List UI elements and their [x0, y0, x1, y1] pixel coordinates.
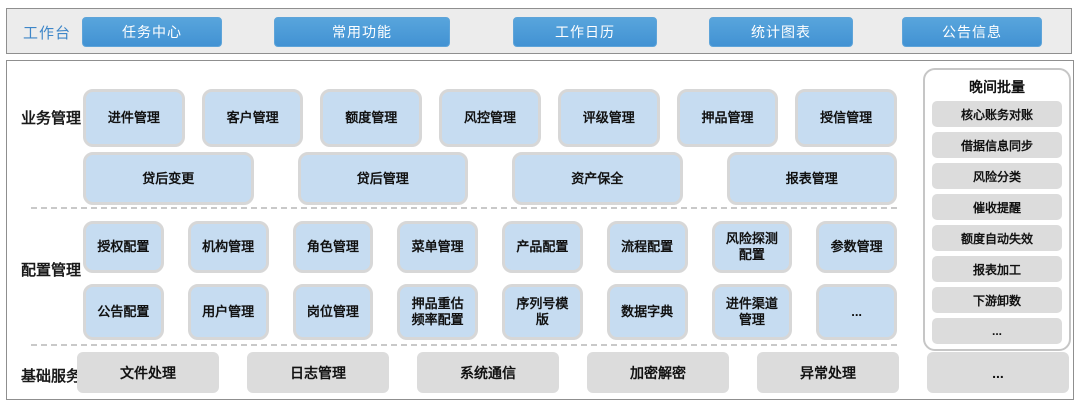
- topbar-button-announcements[interactable]: 公告信息: [902, 17, 1042, 47]
- night-batch-panel: 晚间批量 核心账务对账 借据信息同步 风险分类 催收提醒 额度自动失效 报表加工…: [923, 68, 1071, 351]
- section-label-base-services: 基础服务: [20, 368, 81, 385]
- service-exception-handling[interactable]: 异常处理: [757, 352, 899, 393]
- module-report-management[interactable]: 报表管理: [726, 152, 897, 205]
- module-data-dictionary[interactable]: 数据字典: [606, 284, 688, 340]
- module-intake-management[interactable]: 进件管理: [83, 89, 185, 147]
- topbar-button-work-calendar[interactable]: 工作日历: [513, 17, 657, 47]
- batch-iou-info-sync[interactable]: 借据信息同步: [932, 132, 1062, 158]
- module-organization-management[interactable]: 机构管理: [187, 221, 269, 273]
- night-batch-title: 晚间批量: [969, 79, 1025, 95]
- main-panel: 业务管理 配置管理 基础服务 进件管理 客户管理 额度管理 风控管理 评级管理 …: [6, 60, 1074, 400]
- business-row-2: 贷后变更 贷后管理 资产保全 报表管理: [83, 152, 897, 205]
- module-post-management[interactable]: 岗位管理: [292, 284, 374, 340]
- config-row-1: 授权配置 机构管理 角色管理 菜单管理 产品配置 流程配置 风险探测配置 参数管…: [83, 221, 897, 273]
- service-file-processing[interactable]: 文件处理: [77, 352, 219, 393]
- batch-more[interactable]: ...: [932, 318, 1062, 344]
- module-parameter-management[interactable]: 参数管理: [816, 221, 897, 273]
- batch-report-processing[interactable]: 报表加工: [932, 256, 1062, 282]
- business-row-1: 进件管理 客户管理 额度管理 风控管理 评级管理 押品管理 授信管理: [83, 89, 898, 147]
- module-collateral-management[interactable]: 押品管理: [676, 89, 779, 147]
- module-role-management[interactable]: 角色管理: [292, 221, 374, 273]
- module-serial-number-template[interactable]: 序列号模版: [502, 284, 583, 340]
- section-label-config-management: 配置管理: [20, 262, 81, 279]
- module-post-loan-management[interactable]: 贷后管理: [297, 152, 468, 205]
- topbar-button-statistics-charts[interactable]: 统计图表: [709, 17, 853, 47]
- config-row-2: 公告配置 用户管理 岗位管理 押品重估频率配置 序列号模版 数据字典 进件渠道管…: [83, 284, 897, 340]
- batch-quota-auto-expiry[interactable]: 额度自动失效: [932, 225, 1062, 251]
- service-more[interactable]: ...: [927, 352, 1069, 393]
- topbar-button-common-functions[interactable]: 常用功能: [274, 17, 450, 47]
- module-risk-control-management[interactable]: 风控管理: [439, 89, 541, 147]
- service-encryption-decryption[interactable]: 加密解密: [587, 352, 729, 393]
- service-log-management[interactable]: 日志管理: [247, 352, 389, 393]
- module-intake-channel-management[interactable]: 进件渠道管理: [711, 284, 793, 340]
- module-collateral-revaluation-frequency-config[interactable]: 押品重估频率配置: [397, 284, 478, 340]
- module-rating-management[interactable]: 评级管理: [557, 89, 660, 147]
- base-services-row: 文件处理 日志管理 系统通信 加密解密 异常处理 ...: [77, 352, 1069, 393]
- module-announcement-config[interactable]: 公告配置: [83, 284, 164, 340]
- module-credit-management[interactable]: 授信管理: [795, 89, 898, 147]
- batch-risk-classification[interactable]: 风险分类: [932, 163, 1062, 189]
- section-divider-2: [31, 344, 897, 346]
- module-product-config[interactable]: 产品配置: [502, 221, 583, 273]
- module-quota-management[interactable]: 额度管理: [320, 89, 423, 147]
- workbench-topbar: 工作台 任务中心 常用功能 工作日历 统计图表 公告信息: [6, 8, 1072, 54]
- batch-collection-reminder[interactable]: 催收提醒: [932, 194, 1062, 220]
- module-risk-detection-config[interactable]: 风险探测配置: [711, 221, 793, 273]
- module-asset-preservation[interactable]: 资产保全: [512, 152, 683, 205]
- module-authorization-config[interactable]: 授权配置: [83, 221, 164, 273]
- batch-downstream-data-unload[interactable]: 下游卸数: [932, 287, 1062, 313]
- section-divider-1: [31, 207, 897, 209]
- service-system-communication[interactable]: 系统通信: [417, 352, 559, 393]
- module-user-management[interactable]: 用户管理: [187, 284, 269, 340]
- batch-core-account-reconciliation[interactable]: 核心账务对账: [932, 101, 1062, 127]
- workbench-label: 工作台: [23, 25, 72, 42]
- module-menu-management[interactable]: 菜单管理: [397, 221, 478, 273]
- section-label-business-management: 业务管理: [20, 110, 81, 127]
- module-customer-management[interactable]: 客户管理: [201, 89, 304, 147]
- module-process-config[interactable]: 流程配置: [606, 221, 688, 273]
- module-post-loan-change[interactable]: 贷后变更: [83, 152, 254, 205]
- topbar-button-task-center[interactable]: 任务中心: [82, 17, 222, 47]
- module-config-more[interactable]: ...: [816, 284, 897, 340]
